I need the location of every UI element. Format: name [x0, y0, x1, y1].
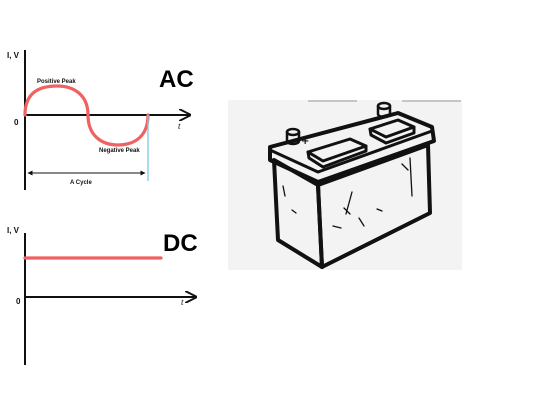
battery-side-face	[316, 143, 432, 269]
battery-lid-edge	[268, 129, 434, 174]
ac-axis-label: I, V	[7, 51, 20, 60]
dc-origin-label: 0	[16, 297, 21, 306]
battery-plate-right-rim	[368, 125, 416, 145]
ac-time-label: t	[178, 121, 181, 131]
ac-origin-label: 0	[14, 118, 19, 127]
battery-illustration: +	[228, 100, 462, 270]
ac-graph: I, V 0 t AC Positive Peak Negative Peak …	[7, 50, 194, 190]
dc-title: DC	[163, 230, 198, 257]
ac-title: AC	[159, 66, 194, 93]
battery-terminal-negative	[376, 101, 392, 119]
ac-positive-peak-label: Positive Peak	[37, 79, 76, 85]
ac-negative-peak-label: Negative Peak	[99, 148, 140, 154]
ac-cycle-label: A Cycle	[70, 180, 92, 186]
battery-terminal-positive	[285, 127, 301, 146]
battery-top-lid	[268, 111, 436, 184]
battery-plate-left-rim	[306, 144, 368, 169]
dc-axis-label: I, V	[7, 226, 20, 235]
ac-sine-wave	[23, 84, 150, 147]
dc-time-label: t	[181, 297, 184, 307]
battery-sketch-marks	[282, 157, 413, 229]
dc-graph: I, V 0 t DC	[7, 226, 198, 365]
battery-plus-label: +	[301, 136, 309, 147]
